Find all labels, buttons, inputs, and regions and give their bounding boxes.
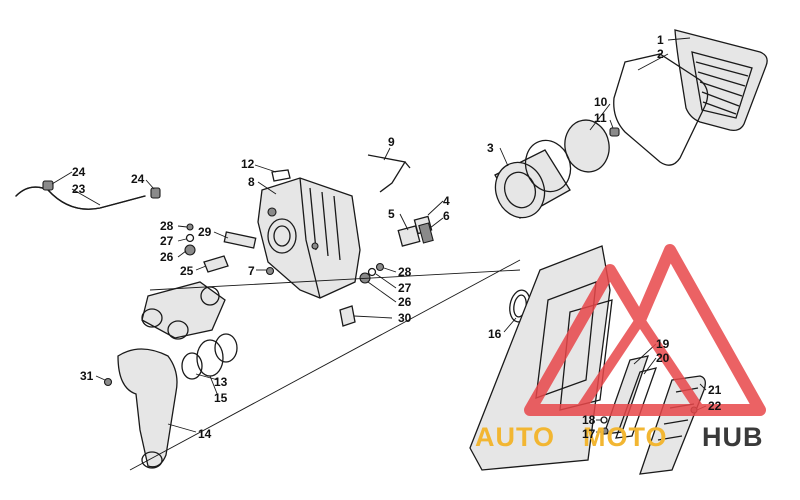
callout-4: 4 xyxy=(443,194,450,208)
callout-19: 19 xyxy=(656,337,670,351)
callout-27-right: 27 xyxy=(398,281,412,295)
callout-13: 13 xyxy=(214,375,228,389)
callout-21: 21 xyxy=(708,383,722,397)
callout-6: 6 xyxy=(443,209,450,223)
callout-27-left: 27 xyxy=(160,234,174,248)
callout-26-left: 26 xyxy=(160,250,174,264)
part-2-gasket xyxy=(613,53,709,166)
callout-1: 1 xyxy=(657,33,664,47)
callout-17: 17 xyxy=(582,427,596,441)
callout-10: 10 xyxy=(594,95,608,109)
part-31-screw xyxy=(103,377,113,387)
callout-23: 23 xyxy=(72,182,86,196)
part-10-filter-disc xyxy=(564,119,610,173)
part-26-grommet-left xyxy=(184,244,196,256)
callout-26-right: 26 xyxy=(398,295,412,309)
callout-30: 30 xyxy=(398,311,412,325)
watermark-triangle-icon xyxy=(524,244,766,416)
part-12-clip xyxy=(271,169,291,182)
watermark-hub: HUB xyxy=(702,422,764,452)
callout-3: 3 xyxy=(487,141,494,155)
part-17-screw xyxy=(601,427,609,435)
callout-2: 2 xyxy=(657,47,664,61)
part-27-washer-left xyxy=(185,233,195,243)
callout-29: 29 xyxy=(198,225,212,239)
part-6-valve-body xyxy=(418,222,434,244)
part-3-air-filter xyxy=(494,139,572,219)
part-14-intake-duct xyxy=(117,348,178,468)
callout-25: 25 xyxy=(180,264,194,278)
part-13-clamp xyxy=(181,352,203,380)
part-11-fitting xyxy=(609,127,620,137)
callout-24-left: 24 xyxy=(72,165,86,179)
watermark-auto: AUTO xyxy=(475,422,555,452)
part-28-screw-left xyxy=(186,223,194,231)
callout-8: 8 xyxy=(248,175,255,189)
part-28-screw-right xyxy=(375,262,385,272)
callout-11: 11 xyxy=(594,111,607,125)
part-8-air-box xyxy=(257,177,361,299)
callout-16: 16 xyxy=(488,327,502,341)
part-30-drain xyxy=(339,305,356,327)
part-24-hose-clamp-left xyxy=(42,180,54,191)
part-25-mount xyxy=(203,255,229,273)
callout-22: 22 xyxy=(708,399,722,413)
watermark-logo xyxy=(524,244,766,416)
leader-lines xyxy=(51,37,707,471)
intake-manifold xyxy=(141,281,226,340)
callout-labels: 1 2 3 4 5 6 7 8 9 10 11 12 13 14 15 16 1… xyxy=(72,33,722,441)
callout-18: 18 xyxy=(582,413,596,427)
callout-14: 14 xyxy=(198,427,212,441)
watermark-moto: MOTO xyxy=(583,422,668,452)
callout-28-left: 28 xyxy=(160,219,174,233)
callout-20: 20 xyxy=(656,351,670,365)
part-29-bracket xyxy=(223,231,257,249)
part-24-hose-clamp-right xyxy=(150,187,161,199)
callout-12: 12 xyxy=(241,157,255,171)
part-1-intake-grille xyxy=(674,29,768,132)
callout-5: 5 xyxy=(388,207,395,221)
part-7-nut xyxy=(265,266,275,276)
part-9-bracket xyxy=(367,154,411,193)
callout-9: 9 xyxy=(388,135,395,149)
callout-24-right: 24 xyxy=(131,172,145,186)
callout-15: 15 xyxy=(214,391,228,405)
callout-31: 31 xyxy=(80,369,94,383)
part-27-washer-right xyxy=(367,267,377,277)
callout-28-right: 28 xyxy=(398,265,412,279)
callout-7: 7 xyxy=(248,264,255,278)
